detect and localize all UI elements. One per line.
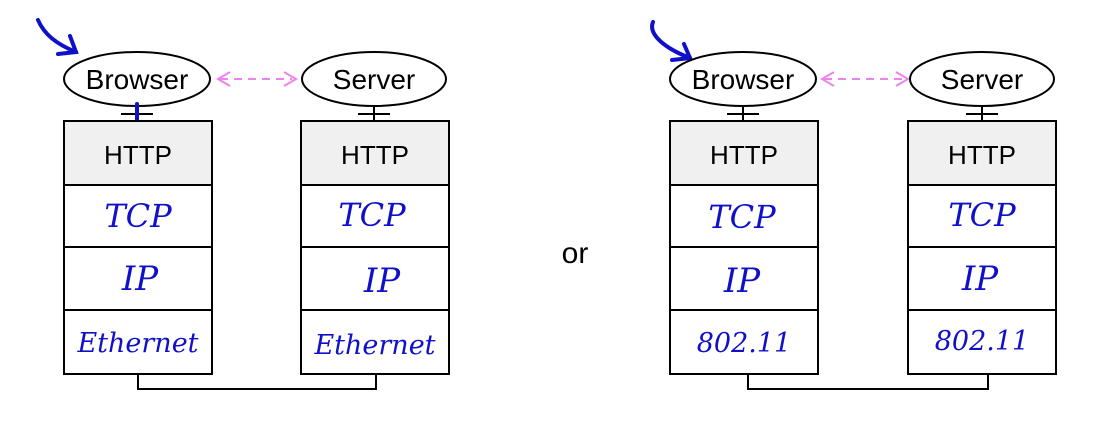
browser-host: Browser HTTP TCP IP Ethernet [63, 51, 213, 375]
browser-stack: HTTP TCP IP 802.11 [669, 120, 819, 375]
ip-layer-box [907, 246, 1057, 311]
server-host: Server HTTP TCP IP 802.11 [907, 51, 1057, 375]
tcp-layer-label: TCP [948, 196, 1016, 234]
left-diagram: Browser HTTP TCP IP Ethernet [36, 18, 450, 390]
server-app-label: Server [333, 64, 415, 95]
browser-app-label: Browser [86, 64, 189, 95]
link-layer-box [300, 309, 450, 375]
ip-layer-label: IP [363, 261, 401, 301]
tcp-layer-label: TCP [708, 198, 776, 236]
pointer-arrow-icon [36, 18, 79, 56]
ip-layer-box [300, 246, 450, 311]
link-layer-box [63, 309, 213, 375]
tcp-layer-box [300, 184, 450, 248]
server-stack: HTTP TCP IP Ethernet [300, 120, 450, 375]
link-layer-label: Ethernet [76, 328, 198, 359]
physical-link-line [137, 374, 377, 390]
ip-layer-label: IP [723, 261, 761, 301]
browser-app-label: Browser [692, 64, 795, 95]
link-layer-label: Ethernet [313, 330, 435, 361]
right-diagram: Browser HTTP TCP IP 802.11 Server [650, 20, 1057, 390]
tcp-layer-box [63, 184, 213, 248]
http-layer-label: HTTP [341, 140, 409, 170]
link-layer-label: 802.11 [697, 328, 791, 359]
tcp-layer-label: TCP [338, 196, 406, 234]
pointer-arrow-icon [650, 20, 693, 62]
tcp-layer-label: TCP [104, 197, 172, 235]
link-layer-box [669, 309, 819, 375]
tcp-layer-box [907, 184, 1057, 248]
http-layer-box [300, 120, 450, 186]
http-layer-label: HTTP [948, 140, 1016, 170]
http-layer-label: HTTP [710, 140, 778, 170]
server-host: Server HTTP TCP IP Ethernet [300, 51, 450, 375]
peer-link-arrow [216, 71, 298, 87]
server-app-label: Server [941, 64, 1023, 95]
physical-link-line [747, 374, 989, 390]
link-layer-box [907, 309, 1057, 375]
ip-layer-label: IP [121, 259, 159, 299]
peer-link-arrow [820, 71, 910, 87]
http-layer-label: HTTP [104, 140, 172, 170]
server-stack: HTTP TCP IP 802.11 [907, 120, 1057, 375]
http-layer-box [669, 120, 819, 186]
http-layer-box [907, 120, 1057, 186]
ip-layer-label: IP [961, 259, 999, 299]
link-layer-label: 802.11 [935, 326, 1029, 357]
browser-host: Browser HTTP TCP IP 802.11 [669, 51, 819, 375]
browser-stack: HTTP TCP IP Ethernet [63, 120, 213, 375]
separator-label: or [562, 237, 589, 270]
ip-layer-box [63, 246, 213, 311]
